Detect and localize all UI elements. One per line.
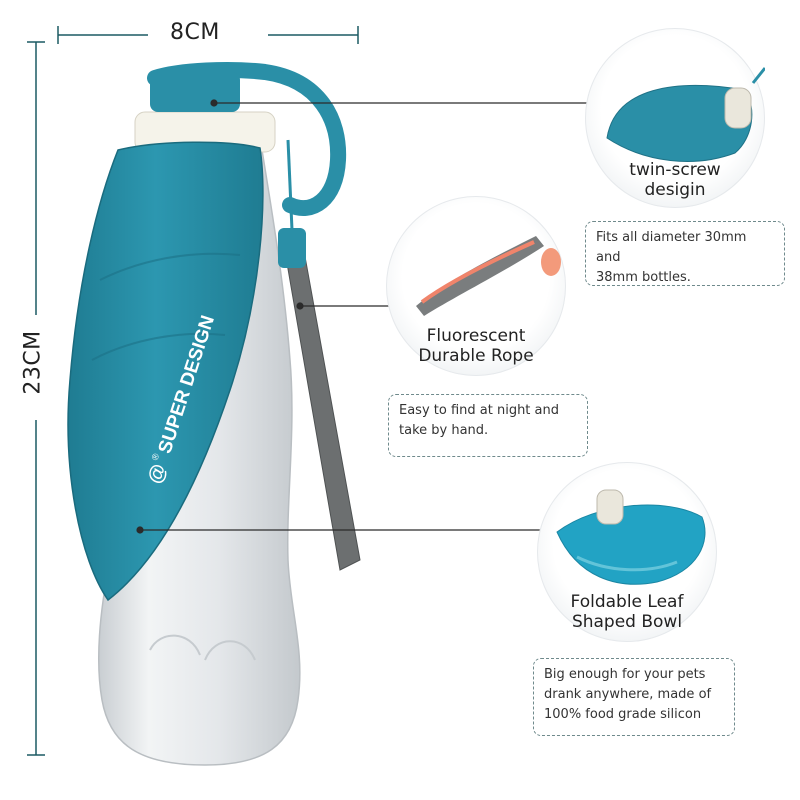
bottle-handle	[147, 62, 347, 216]
note-line: 100% food grade silicon	[544, 707, 702, 722]
note-leaf-bowl: Big enough for your pets drank anywhere,…	[533, 658, 735, 736]
callout-title-line: Fluorescent	[426, 326, 526, 346]
height-label: 23CM	[20, 330, 46, 395]
callout-leaf-bowl: Foldable Leaf Shaped Bowl	[537, 462, 717, 642]
callout-title-line: twin-screw	[629, 160, 721, 180]
callout-pointers	[136, 99, 588, 534]
callout-title-line: desigin	[644, 180, 706, 200]
callout-title-line: Shaped Bowl	[571, 612, 683, 632]
width-dimension-line	[57, 26, 359, 44]
registered-mark: ®	[150, 452, 162, 462]
note-line: drank anywhere, made of	[544, 687, 712, 702]
leaf-bowl	[67, 141, 264, 602]
lanyard-strap	[282, 239, 361, 571]
callout-rope: Fluorescent Durable Rope	[386, 196, 566, 376]
rope-closeup-image	[416, 236, 561, 316]
height-dimension-line	[27, 41, 45, 756]
note-line: 38mm bottles.	[596, 270, 691, 285]
cap-closeup-image	[606, 67, 767, 162]
note-twin-screw: Fits all diameter 30mm and 38mm bottles.	[585, 221, 785, 286]
callout-title-line: Durable Rope	[418, 346, 534, 366]
note-line: Big enough for your pets	[544, 667, 706, 682]
note-rope: Easy to find at night and take by hand.	[388, 394, 588, 457]
callout-twin-screw: twin-screw desigin	[585, 28, 767, 208]
note-line: Easy to find at night and	[399, 403, 559, 418]
note-line: Fits all diameter 30mm and	[596, 230, 747, 265]
callout-title-line: Foldable Leaf	[570, 592, 684, 612]
width-label: 8CM	[170, 20, 220, 45]
bowl-closeup-image	[556, 489, 706, 585]
note-line: take by hand.	[399, 423, 489, 438]
